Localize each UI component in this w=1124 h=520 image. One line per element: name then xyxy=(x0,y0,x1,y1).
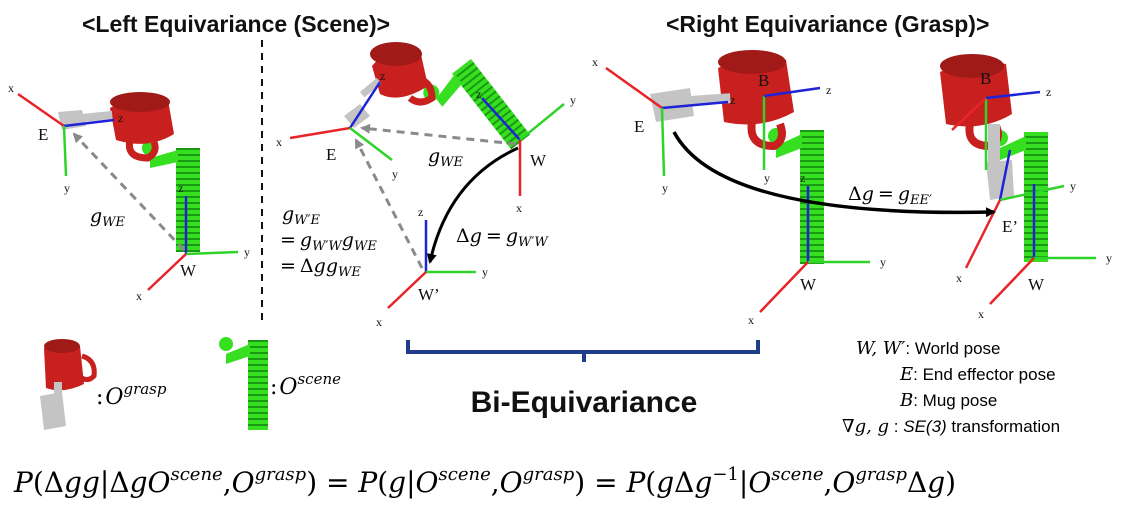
legend-O-grasp: :Ograsp xyxy=(96,380,167,410)
axis-y-label: y xyxy=(570,93,576,107)
axis-z-label: z xyxy=(730,93,735,107)
frame-W-axes: y x W xyxy=(978,184,1112,321)
scene-object-icon xyxy=(142,140,200,252)
axis-y-label: y xyxy=(1070,179,1076,193)
frame-W-label: W xyxy=(1028,275,1045,294)
left-equivariance-header: <Left Equivariance (Scene)> xyxy=(82,11,390,37)
axis-z-label: z xyxy=(380,69,385,83)
label-delta-g-W-prime-W: Δg=gW′W xyxy=(456,225,549,250)
label-gW-prime-E: gW′E xyxy=(282,203,320,228)
brace xyxy=(406,340,760,362)
label-gWE: gWE xyxy=(428,145,464,170)
grasp-object-icon xyxy=(40,339,97,430)
frame-B-axes: z y B xyxy=(758,71,831,185)
axis-z-label: z xyxy=(800,171,805,185)
frame-W-axes: z y x W xyxy=(748,171,886,327)
frame-W-label: W xyxy=(800,275,817,294)
frame-E-label: E xyxy=(326,145,336,164)
panel-1-scene: x z y E z y x W gWE xyxy=(8,81,250,303)
legend-mug: B: Mug pose xyxy=(899,390,997,411)
axis-z-label: z xyxy=(826,83,831,97)
frame-B-label: B xyxy=(980,69,991,88)
axis-y-label: y xyxy=(662,181,668,195)
axis-x-label: x xyxy=(376,315,382,329)
frame-B-label: B xyxy=(758,71,769,90)
pose-legend: W, W′: World pose E: End effector pose B… xyxy=(842,338,1060,437)
scene-object-legend-icon xyxy=(219,337,268,430)
frame-E-axes: x z y E xyxy=(276,69,398,181)
label-gWE: gWE xyxy=(90,205,126,230)
frame-E-label: E xyxy=(634,117,644,136)
axis-x-label: x xyxy=(748,313,754,327)
axis-z-label: z xyxy=(418,205,423,219)
legend-O-scene: :Oscene xyxy=(270,370,341,400)
frame-E-label: E xyxy=(38,125,48,144)
label-delta-g-gWE: =ΔggWE xyxy=(280,255,361,280)
dashed-arrow-gWE xyxy=(72,132,186,252)
arrow-delta-g-EE-prime xyxy=(672,131,996,218)
axis-y-label: y xyxy=(64,181,70,195)
frame-W-prime-axes: z y x W’ xyxy=(376,205,488,329)
axis-x-label: x xyxy=(276,135,282,149)
label-delta-g-EE-prime: Δg=gEE′ xyxy=(848,183,932,208)
axis-x-label: x xyxy=(8,81,14,95)
frame-W-label: W xyxy=(180,261,197,280)
axis-y-label: y xyxy=(482,265,488,279)
panel-2-scene: x z y E z y x W gWE z y x W’ xyxy=(276,42,576,329)
frame-W-label: W xyxy=(530,151,547,170)
bi-equivariance-label: Bi-Equivariance xyxy=(471,386,698,419)
axis-z-label: z xyxy=(476,87,481,101)
bi-equivariance-equation: P(Δgg|ΔgOscene,Ograsp) = P(g|Oscene,Ogra… xyxy=(13,464,956,499)
axis-y-label: y xyxy=(1106,251,1112,265)
mug-icon xyxy=(940,54,1012,151)
axis-y-label: y xyxy=(764,171,770,185)
axis-x-label: x xyxy=(978,307,984,321)
mug-icon xyxy=(718,50,794,151)
dashed-arrow-gW-prime-E xyxy=(354,138,424,269)
axis-x-label: x xyxy=(956,271,962,285)
dashed-arrow-gWE xyxy=(360,123,517,146)
axis-z-label: z xyxy=(118,111,123,125)
right-equivariance-header: <Right Equivariance (Grasp)> xyxy=(666,11,989,37)
frame-E-prime-label: E’ xyxy=(1002,217,1018,236)
frame-W-axes: z y x W xyxy=(476,87,576,215)
axis-z-label: z xyxy=(1046,85,1051,99)
legend-world: W, W′: World pose xyxy=(856,338,1001,359)
frame-E-prime-axes: y x E’ xyxy=(956,149,1076,285)
axis-x-label: x xyxy=(592,55,598,69)
frame-E-axes: x z y E xyxy=(592,55,735,195)
label-gW-prime-W-gWE: =gW′WgWE xyxy=(280,229,377,254)
frame-W-axes: z y x W xyxy=(136,181,250,303)
axis-x-label: x xyxy=(136,289,142,303)
axis-x-label: x xyxy=(516,201,522,215)
axis-y-label: y xyxy=(880,255,886,269)
frame-E-axes: x z y E xyxy=(8,81,123,195)
mug-icon xyxy=(370,42,436,106)
panel-4-grasp: z B y x E’ y x W xyxy=(940,54,1112,321)
arrow-delta-g-W-prime-W xyxy=(426,146,519,264)
gripper-icon xyxy=(344,77,382,128)
mug-icon xyxy=(110,92,174,162)
axis-y-label: y xyxy=(244,245,250,259)
legend-transformation: ∇g, g : SE(3) transformation xyxy=(842,416,1060,437)
scene-object-icon xyxy=(768,128,824,264)
frame-B-axes: z B xyxy=(951,69,1051,170)
legend-end-effector: E: End effector pose xyxy=(899,364,1056,385)
axis-y-label: y xyxy=(392,167,398,181)
panel-3-grasp: x z y E z y B z y x W xyxy=(592,50,886,327)
frame-W-prime-label: W’ xyxy=(418,285,440,304)
axis-z-label: z xyxy=(178,181,183,195)
gripper-icon xyxy=(986,124,1014,200)
